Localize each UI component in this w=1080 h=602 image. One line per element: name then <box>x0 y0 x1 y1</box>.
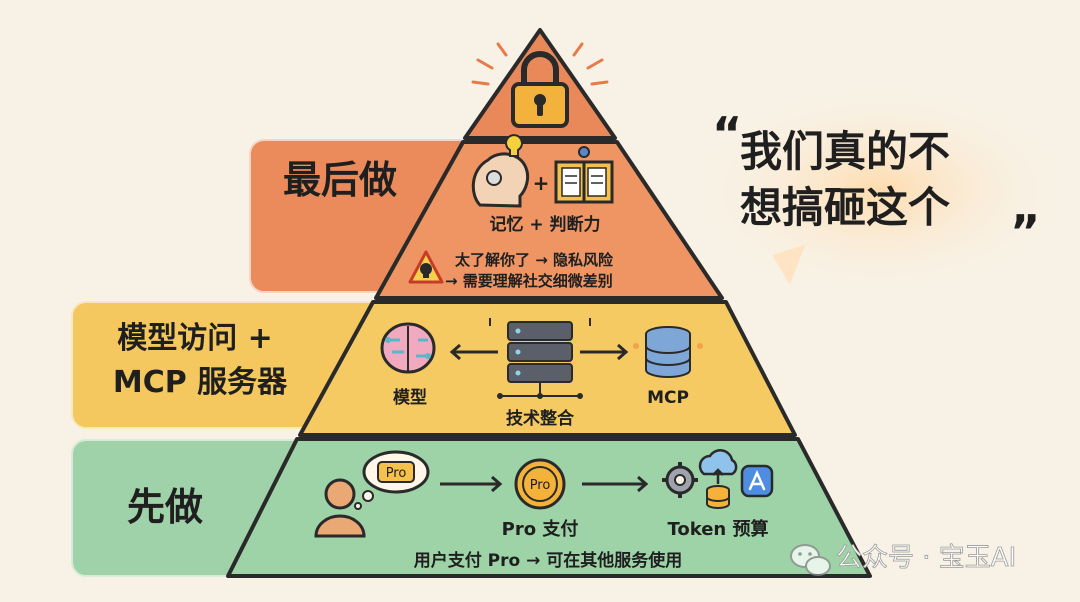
pro-bubble-text: Pro <box>386 466 407 481</box>
quote-line-2: 想搞砸这个 <box>740 183 950 232</box>
book-icon <box>554 146 614 204</box>
quote-glow <box>680 80 1080 300</box>
integration-caption: 技术整合 <box>506 408 575 429</box>
arrow-to-token <box>582 475 649 493</box>
pro-coin-text: Pro <box>530 478 551 493</box>
token-budget-caption: Token 预算 <box>667 518 768 540</box>
brain-circuit-icon <box>380 322 436 374</box>
risk-line-1: 太了解你了 → 隐私风险 <box>455 251 614 269</box>
wechat-icon <box>790 544 831 576</box>
quote-line-1: 我们真的不 <box>740 127 950 176</box>
bottom-footer-line: 用户支付 Pro → 可在其他服务使用 <box>414 550 683 571</box>
server-icon <box>489 318 591 399</box>
quote-close-mark: ” <box>1010 205 1040 259</box>
bottom-tier-label: 先做 <box>127 485 203 529</box>
coin-icon <box>514 458 566 510</box>
watermark-text: 公众号 · 宝玉AI <box>836 543 1016 573</box>
warning-skull-icon <box>408 250 444 284</box>
model-caption: 模型 <box>393 387 427 408</box>
risk-line-2: → 需要理解社交细微差别 <box>445 272 613 290</box>
pro-thought-bubble <box>354 450 430 510</box>
arrow-to-coin <box>440 475 503 493</box>
plus-sign: + <box>533 171 550 195</box>
top-tier-label: 最后做 <box>283 158 397 202</box>
lock-icon <box>471 42 609 128</box>
middle-tier-label-line-1: 模型访问 + <box>117 321 273 356</box>
coin-stack-icon <box>706 485 730 509</box>
database-icon <box>633 326 703 378</box>
cloud-upload-icon <box>698 449 738 484</box>
pyramid-upper-tier <box>374 140 724 300</box>
quote-open-mark: “ <box>712 107 742 161</box>
mcp-caption: MCP <box>647 388 689 408</box>
middle-tier-label-line-2: MCP 服务器 <box>113 365 288 400</box>
brain-idea-icon <box>471 134 530 208</box>
bidirectional-arrow-left <box>449 343 498 361</box>
app-store-icon <box>740 464 774 498</box>
pro-pay-caption: Pro 支付 <box>502 518 579 540</box>
gear-icon <box>662 462 698 498</box>
user-icon <box>314 478 366 538</box>
memory-judgment-caption: 记忆 + 判断力 <box>489 214 600 235</box>
bidirectional-arrow-right <box>580 343 629 361</box>
quote-tail <box>772 245 805 285</box>
